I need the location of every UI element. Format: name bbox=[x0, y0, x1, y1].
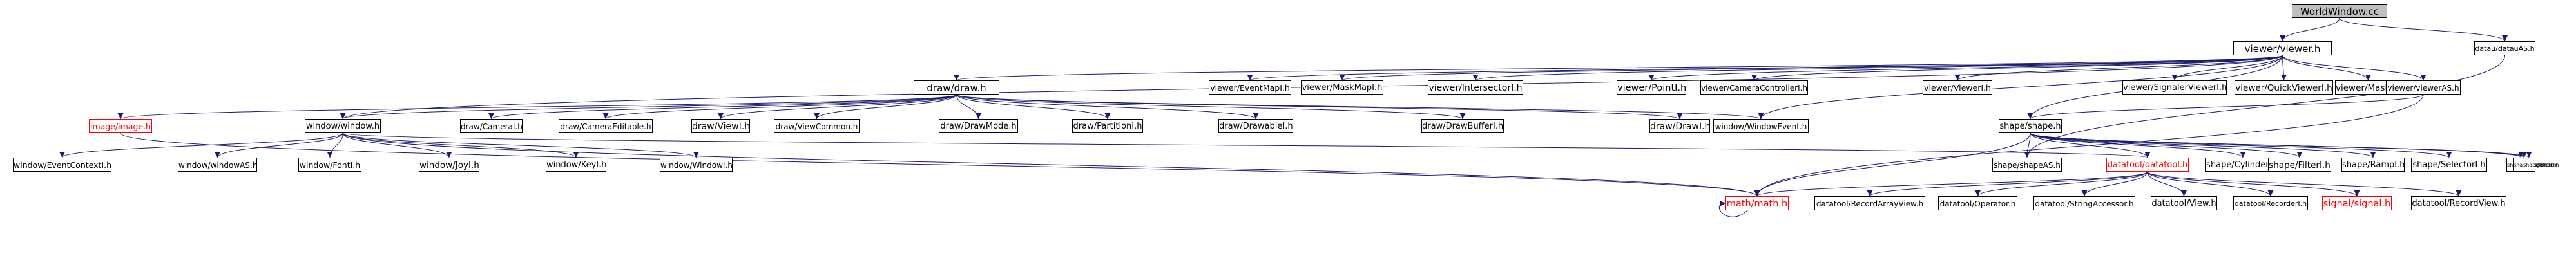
edge-shape-to-filter bbox=[2030, 132, 2303, 158]
edge-draw-to-partition bbox=[956, 94, 1111, 120]
graph-node-draw[interactable]: draw/draw.h bbox=[914, 80, 999, 95]
graph-node-recorder[interactable]: datatool/RecorderI.h bbox=[2233, 196, 2308, 210]
edge-window-to-font bbox=[327, 132, 343, 158]
edge-viewer-to-camctl bbox=[1751, 55, 2283, 81]
graph-node-shapeAS[interactable]: shape/shapeAS.h bbox=[1992, 158, 2062, 172]
graph-node-datauAS[interactable]: datau/datauAS.h bbox=[2474, 41, 2535, 55]
graph-node-image[interactable]: image/image.h bbox=[89, 119, 152, 133]
graph-node-maskmap[interactable]: viewer/MaskMapI.h bbox=[1301, 80, 1383, 95]
edge-viewer-to-viewerI bbox=[1954, 55, 2283, 81]
edge-window-to-windowI bbox=[342, 132, 699, 158]
graph-node-shape[interactable]: shape/shape.h bbox=[1999, 119, 2062, 133]
edge-draw-to-drawI bbox=[956, 94, 1682, 120]
edge-viewer-to-intersector bbox=[1473, 55, 2283, 81]
graph-node-windowAS[interactable]: window/windowAS.h bbox=[178, 158, 257, 172]
edge-draw-to-camera bbox=[488, 94, 957, 120]
graph-node-viewcommon[interactable]: draw/ViewCommon.h bbox=[774, 119, 860, 133]
graph-node-math[interactable]: math/math.h bbox=[1725, 196, 1789, 210]
graph-node-filter[interactable]: shape/FilterI.h bbox=[2268, 158, 2331, 172]
edge-shape-to-datatool bbox=[2030, 132, 2151, 158]
edge-draw-to-viewcommon bbox=[814, 94, 957, 120]
graph-node-drawbuffer[interactable]: draw/DrawBufferI.h bbox=[1421, 119, 1504, 133]
graph-node-ramp[interactable]: shape/RampI.h bbox=[2341, 158, 2405, 172]
graph-node-windowevent[interactable]: window/WindowEvent.h bbox=[1713, 119, 1809, 133]
graph-node-key[interactable]: window/KeyI.h bbox=[546, 158, 606, 172]
edge-viewer-to-point bbox=[1648, 55, 2283, 81]
graph-node-datatool[interactable]: datatool/datatool.h bbox=[2106, 158, 2189, 172]
edge-viewerAS-to-shape bbox=[2027, 94, 2424, 120]
graph-node-drawable[interactable]: draw/DrawableI.h bbox=[1218, 119, 1293, 133]
edge-shape-to-math bbox=[1754, 132, 2031, 197]
graph-node-viewerI[interactable]: viewer/ViewerI.h bbox=[1923, 80, 1992, 95]
graph-node-font[interactable]: window/FontI.h bbox=[298, 158, 361, 172]
graph-node-drawI[interactable]: draw/DrawI.h bbox=[1649, 119, 1710, 133]
graph-node-joy[interactable]: window/JoyI.h bbox=[419, 158, 479, 172]
edge-root-to-viewer bbox=[2280, 17, 2340, 42]
graph-node-selector[interactable]: shape/SelectorI.h bbox=[2411, 158, 2487, 172]
graph-node-quickviewer[interactable]: viewer/QuickViewerI.h bbox=[2235, 80, 2333, 95]
edge-draw-to-drawmode bbox=[956, 94, 981, 120]
graph-node-sigviewer[interactable]: viewer/SignalerViewerI.h bbox=[2122, 80, 2227, 95]
edge-shape-to-cylinder bbox=[2030, 132, 2246, 158]
edge-shape-to-shapeAS bbox=[2024, 132, 2031, 158]
edge-shape-to-ramp bbox=[2030, 132, 2376, 158]
edge-datatool-to-recview bbox=[2147, 171, 2462, 197]
graph-node-window[interactable]: window/window.h bbox=[305, 119, 381, 133]
graph-node-cameditable[interactable]: draw/CameraEditable.h bbox=[559, 119, 653, 133]
graph-node-viewerAS[interactable]: viewer/viewerAS.h bbox=[2386, 80, 2461, 95]
edge-window-to-math bbox=[342, 132, 1760, 197]
graph-node-cylinder[interactable]: shape/CylinderI.h bbox=[2205, 158, 2281, 172]
edge-window-to-joy bbox=[342, 132, 452, 158]
edge-datatool-to-dtview bbox=[2147, 171, 2187, 197]
graph-node-disk[interactable]: shape/Disk.h bbox=[2523, 158, 2557, 172]
graph-node-camera[interactable]: draw/CameraI.h bbox=[460, 119, 523, 133]
edge-draw-to-drawable bbox=[956, 94, 1259, 120]
graph-node-point[interactable]: viewer/PointI.h bbox=[1617, 80, 1686, 95]
graph-node-drawmode[interactable]: draw/DrawMode.h bbox=[939, 119, 1018, 133]
graph-node-viewer[interactable]: viewer/viewer.h bbox=[2233, 41, 2332, 55]
edge-draw-to-cameditable bbox=[602, 94, 957, 120]
edge-draw-to-view bbox=[718, 94, 957, 120]
edge-draw-to-windowevent bbox=[956, 94, 1764, 120]
graph-node-partition[interactable]: draw/PartitionI.h bbox=[1072, 119, 1143, 133]
graph-node-view[interactable]: draw/ViewI.h bbox=[691, 119, 750, 133]
graph-node-root: WorldWindow.cc bbox=[2292, 4, 2387, 18]
edge-window-to-datatool bbox=[342, 132, 2150, 158]
graph-node-evtctx[interactable]: window/EventContextI.h bbox=[13, 158, 111, 172]
edge-viewer-to-maskmap bbox=[1340, 55, 2283, 81]
edge-viewer-to-windowevent bbox=[1758, 55, 2283, 120]
edge-datatool-to-recorder bbox=[2147, 171, 2274, 197]
edge-draw-to-image bbox=[118, 94, 957, 120]
edge-viewer-to-draw bbox=[954, 55, 2283, 81]
edge-window-to-evtctx bbox=[59, 132, 343, 158]
edge-draw-to-drawbuffer bbox=[956, 94, 1466, 120]
graph-node-camctl[interactable]: viewer/CameraControllerI.h bbox=[1700, 80, 1808, 95]
graph-node-intersector[interactable]: viewer/IntersectorI.h bbox=[1428, 80, 1523, 95]
graph-node-eventmap[interactable]: viewer/EventMapI.h bbox=[1209, 80, 1291, 95]
graph-node-recarrview[interactable]: datatool/RecordArrayView.h bbox=[1814, 196, 1925, 210]
edge-datatool-to-stracc bbox=[2081, 171, 2148, 197]
edge-viewer-to-viewerAS bbox=[2282, 55, 2427, 81]
edge-datatool-to-math bbox=[1754, 171, 2148, 197]
graph-node-windowI[interactable]: window/WindowI.h bbox=[660, 158, 733, 172]
edge-draw-to-window bbox=[340, 94, 957, 120]
edge-image-to-math bbox=[120, 132, 1760, 197]
edge-root-to-datauAS bbox=[2339, 17, 2508, 42]
graph-node-stracc[interactable]: datatool/StringAccessor.h bbox=[2033, 196, 2135, 210]
graph-node-dtview[interactable]: datatool/View.h bbox=[2151, 196, 2217, 210]
graph-node-recview[interactable]: datatool/RecordView.h bbox=[2411, 196, 2506, 210]
edge-window-to-windowAS bbox=[215, 132, 343, 158]
edge-datatool-to-recarrview bbox=[1867, 171, 2148, 197]
edge-datatool-to-operator bbox=[1975, 171, 2148, 197]
edge-viewer-to-quickviewer bbox=[2280, 55, 2287, 81]
edge-shape-to-selector bbox=[2030, 132, 2452, 158]
edge-math-to-math bbox=[1718, 200, 1748, 217]
edge-window-to-key bbox=[342, 132, 579, 158]
edge-datatool-to-signal bbox=[2147, 171, 2360, 197]
graph-node-operator[interactable]: datatool/Operator.h bbox=[1938, 196, 2017, 210]
edge-shape-to-disk bbox=[2030, 132, 2532, 158]
edge-viewer-to-mask bbox=[2282, 55, 2371, 81]
graph-node-signal[interactable]: signal/signal.h bbox=[2322, 196, 2392, 210]
